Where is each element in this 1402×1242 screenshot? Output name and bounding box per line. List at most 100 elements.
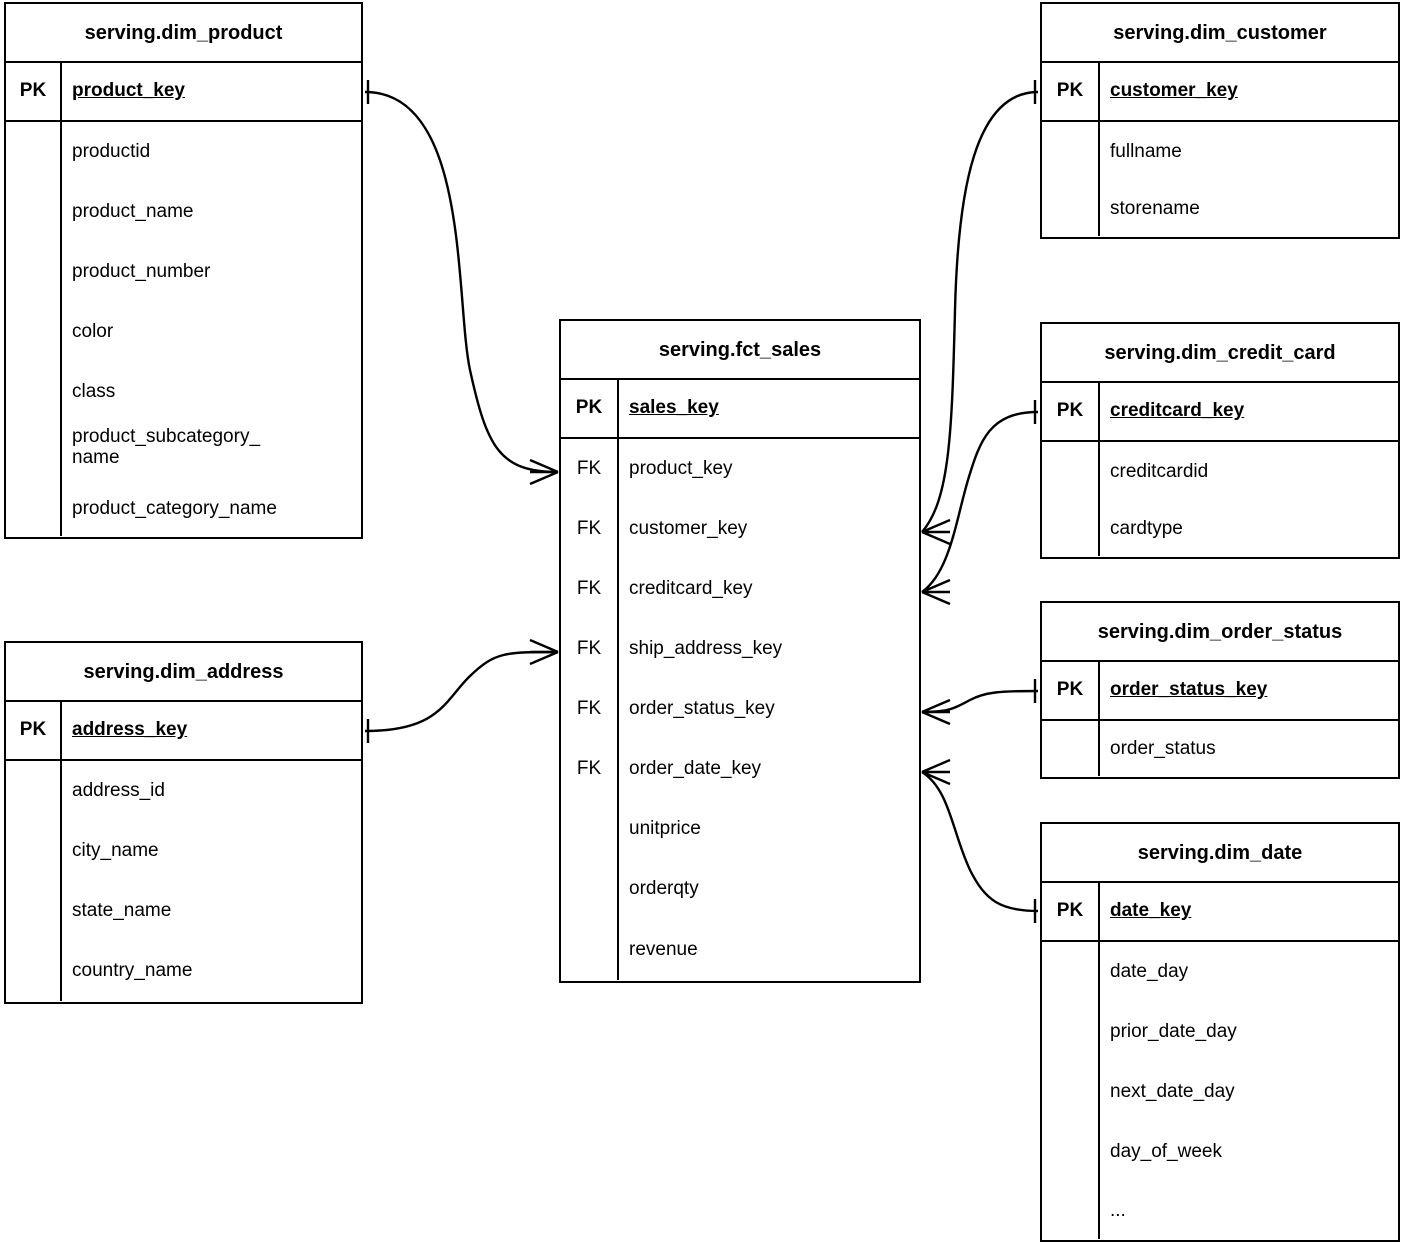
- attribute-row: country_name: [72, 960, 193, 981]
- entity-title-dim-customer: serving.dim_customer: [1113, 21, 1327, 44]
- entity-dim-date[interactable]: serving.dim_date PK date_key date_day pr…: [1040, 822, 1400, 1242]
- entity-dim-product[interactable]: serving.dim_product PK product_key produ…: [4, 2, 363, 539]
- attributes-dim-credit-card: creditcardid cardtype: [1042, 442, 1398, 556]
- relationship-creditcard-to-sales: [921, 400, 1039, 606]
- entity-title-fct-sales: serving.fct_sales: [658, 338, 822, 361]
- attribute-row: productid: [72, 141, 151, 162]
- pk-label: PK: [1056, 80, 1084, 101]
- attributes-dim-customer: fullname storename: [1042, 122, 1398, 236]
- entity-title-dim-product: serving.dim_product: [84, 21, 283, 44]
- relationship-address-to-sales: [364, 638, 559, 743]
- pk-label: PK: [1056, 400, 1084, 421]
- attribute-row: order_status: [1110, 737, 1216, 759]
- entity-fct-sales[interactable]: serving.fct_sales PK sales_key FK FK FK …: [559, 319, 921, 983]
- pk-row-dim-order-status: PK order_status_key: [1042, 660, 1398, 721]
- attribute-row: order_date_key: [629, 758, 762, 779]
- crowsfoot-sales-product: [529, 458, 559, 486]
- pk-field-text: customer_key: [1110, 80, 1238, 101]
- pk-label: PK: [1056, 900, 1084, 921]
- attribute-row: product_number: [72, 261, 211, 282]
- pk-field: creditcard_key: [1100, 383, 1398, 439]
- attributes-dim-address: address_id city_name state_name country_…: [6, 761, 361, 1001]
- pk-field-text: address_key: [72, 719, 188, 740]
- crowsfoot-sales-orderstatus: [921, 698, 951, 726]
- pk-row-dim-address: PK address_key: [6, 700, 361, 761]
- attribute-row: class: [72, 381, 116, 402]
- attribute-row: ...: [1110, 1199, 1126, 1221]
- entity-dim-address[interactable]: serving.dim_address PK address_key addre…: [4, 641, 363, 1004]
- pk-row-dim-date: PK date_key: [1042, 881, 1398, 942]
- attribute-row: creditcard_key: [629, 578, 753, 599]
- fk-label: FK: [576, 578, 602, 599]
- attributes-dim-date: date_day prior_date_day next_date_day da…: [1042, 942, 1398, 1239]
- crowsfoot-sales-date: [921, 758, 951, 786]
- pk-label: PK: [575, 397, 603, 418]
- attribute-row: cardtype: [1110, 518, 1183, 539]
- pk-label: PK: [19, 80, 47, 101]
- attribute-row: creditcardid: [1110, 461, 1209, 482]
- attributes-dim-product: productid product_name product_number co…: [6, 122, 361, 536]
- attribute-row: product_name: [72, 201, 194, 222]
- crowsfoot-sales-address: [529, 638, 559, 666]
- pk-field: sales_key: [619, 380, 919, 436]
- attribute-row: day_of_week: [1110, 1141, 1222, 1162]
- fk-label: FK: [576, 638, 602, 659]
- attr-key-blank: [6, 761, 60, 1001]
- pk-field: address_key: [62, 702, 361, 758]
- pk-row-dim-product: PK product_key: [6, 61, 361, 122]
- crowsfoot-sales-customer: [921, 518, 951, 546]
- attribute-row: city_name: [72, 840, 159, 861]
- entity-dim-credit-card[interactable]: serving.dim_credit_card PK creditcard_ke…: [1040, 322, 1400, 559]
- attributes-dim-order-status: order_status: [1042, 721, 1398, 776]
- fk-label: FK: [576, 518, 602, 539]
- pk-field-text: creditcard_key: [1110, 400, 1245, 421]
- pk-label: PK: [19, 719, 47, 740]
- entity-title-dim-address: serving.dim_address: [83, 660, 284, 683]
- attr-key-blank: [1042, 122, 1098, 236]
- pk-field: date_key: [1100, 883, 1398, 939]
- pk-row-dim-customer: PK customer_key: [1042, 61, 1398, 122]
- entity-title-dim-order-status: serving.dim_order_status: [1097, 620, 1343, 643]
- attribute-row: prior_date_day: [1110, 1021, 1237, 1042]
- fk-label: FK: [576, 698, 602, 719]
- fk-label: FK: [576, 458, 602, 479]
- crowsfoot-sales-creditcard: [921, 578, 951, 606]
- attr-key-blank: [1042, 721, 1098, 776]
- attr-key-blank: [561, 799, 617, 859]
- pk-field-text: sales_key: [629, 397, 719, 418]
- pk-field-text: order_status_key: [1110, 679, 1268, 700]
- attribute-row: ship_address_key: [629, 638, 783, 659]
- attr-key-blank: [1042, 442, 1098, 556]
- attribute-row: color: [72, 321, 114, 342]
- pk-row-dim-credit-card: PK creditcard_key: [1042, 381, 1398, 442]
- entity-title-dim-date: serving.dim_date: [1137, 841, 1303, 864]
- attribute-row: date_day: [1110, 961, 1189, 982]
- attribute-row: customer_key: [629, 518, 748, 539]
- pk-row-fct-sales: PK sales_key: [561, 378, 919, 439]
- entity-dim-order-status[interactable]: serving.dim_order_status PK order_status…: [1040, 601, 1400, 779]
- pk-field: product_key: [62, 63, 361, 119]
- attribute-row: product_subcategory_ name: [72, 426, 261, 469]
- attr-key-blank: [6, 122, 60, 536]
- attr-key-blank: [561, 859, 617, 919]
- attribute-row: address_id: [72, 780, 165, 801]
- relationship-orderstatus-to-sales: [921, 679, 1039, 726]
- entity-dim-customer[interactable]: serving.dim_customer PK customer_key ful…: [1040, 2, 1400, 239]
- attribute-row: order_status_key: [629, 698, 775, 719]
- attribute-row: revenue: [629, 938, 698, 960]
- attribute-row: state_name: [72, 900, 172, 921]
- pk-field: order_status_key: [1100, 662, 1398, 718]
- relationship-product-to-sales: [364, 80, 559, 486]
- attribute-row: next_date_day: [1110, 1081, 1235, 1102]
- entity-title-dim-credit-card: serving.dim_credit_card: [1104, 341, 1336, 364]
- attribute-row: product_category_name: [72, 498, 277, 519]
- attribute-row: orderqty: [629, 878, 699, 899]
- pk-label: PK: [1056, 679, 1084, 700]
- attribute-row: unitprice: [629, 818, 701, 839]
- attributes-fct-sales: FK FK FK FK FK FK product_key customer_k…: [561, 439, 919, 980]
- attr-key-blank: [561, 919, 617, 980]
- attribute-row: storename: [1110, 198, 1200, 219]
- pk-field-text: product_key: [72, 80, 185, 101]
- relationship-date-to-sales: [921, 758, 1039, 923]
